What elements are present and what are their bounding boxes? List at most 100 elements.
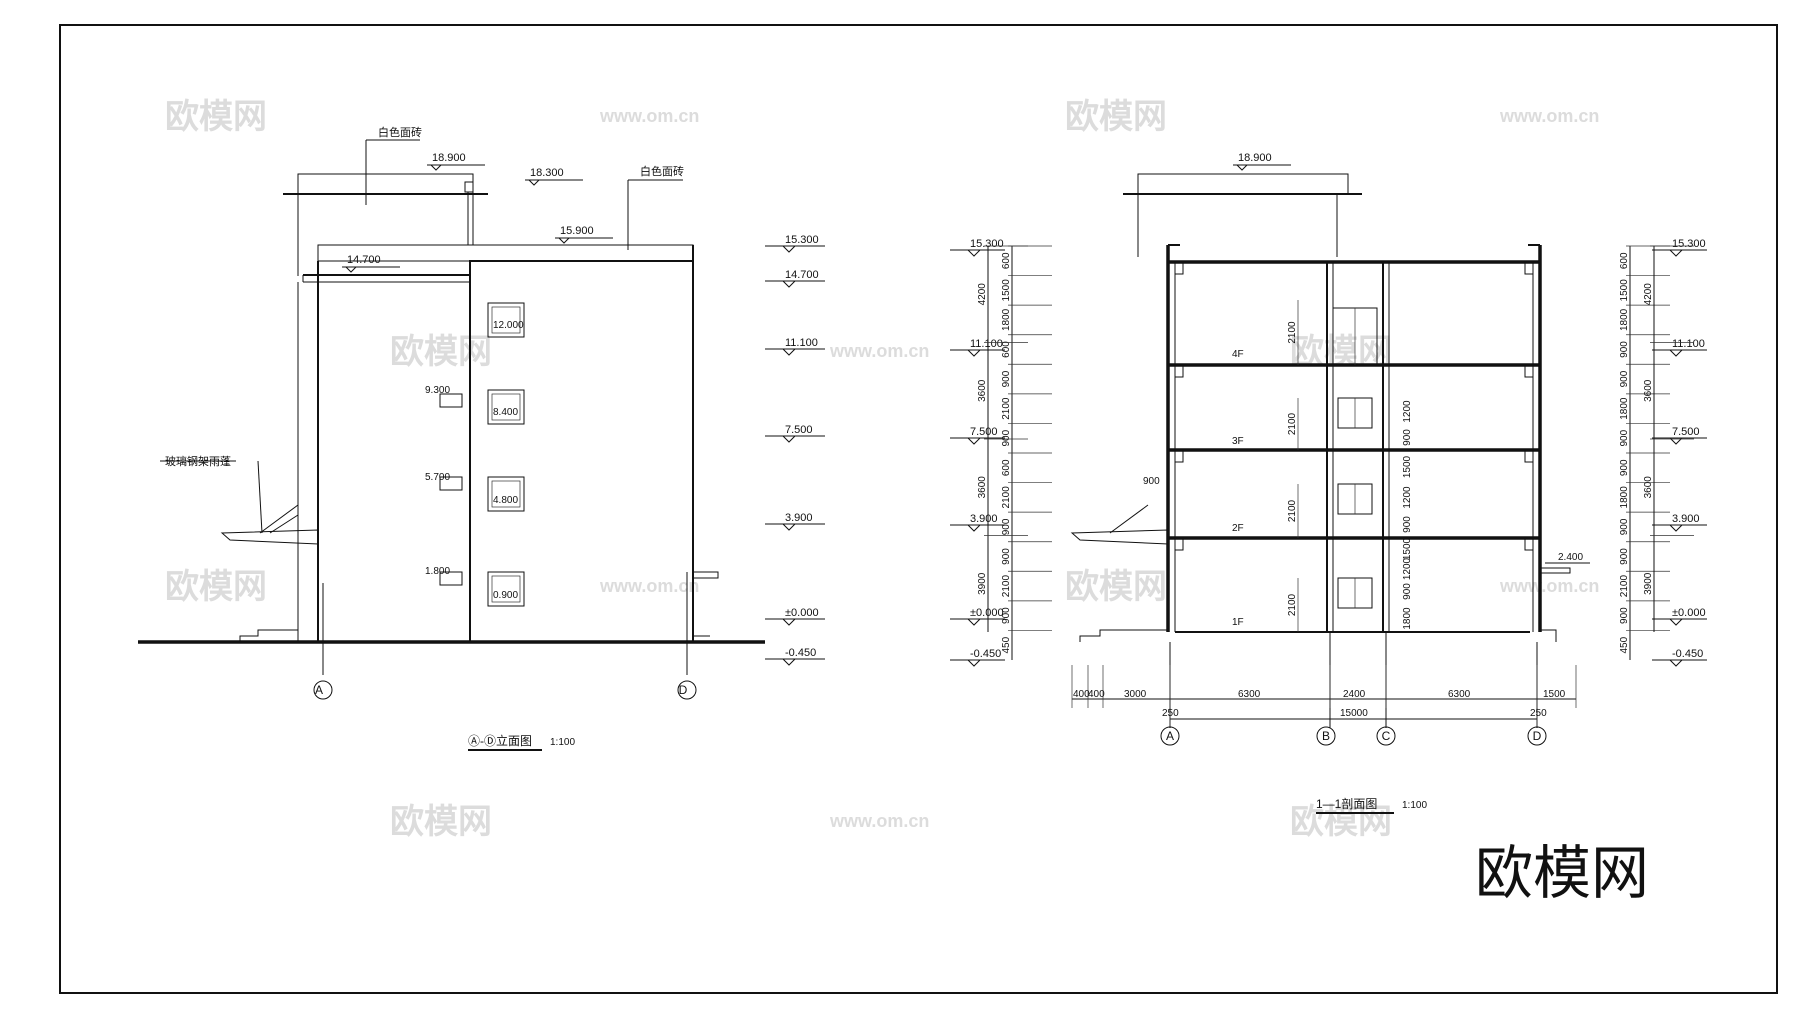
level-side: 1.800 <box>425 566 450 577</box>
ledge <box>692 571 719 579</box>
dimension-label: 900 <box>1001 429 1012 446</box>
floor-label: 4F <box>1232 349 1244 360</box>
dimension-label: 600 <box>1001 252 1012 269</box>
axis-bubble <box>1316 726 1336 746</box>
level-triangle <box>967 618 981 626</box>
leader-line <box>257 460 263 534</box>
beam <box>1174 261 1184 275</box>
watermark-logo: 欧模网 <box>1290 803 1392 841</box>
dimension-label: 3600 <box>1643 379 1654 402</box>
side-dim: 900 <box>1143 476 1160 487</box>
axis-bubble <box>677 680 697 700</box>
small-dim: 250 <box>1530 708 1547 719</box>
watermark-url: www.om.cn <box>829 341 929 361</box>
section-drawing <box>1070 173 1577 746</box>
level-tick <box>558 237 570 244</box>
axis-bubble <box>1160 726 1180 746</box>
dimension-label: 2100 <box>1619 575 1630 598</box>
dimension-label: 4200 <box>977 283 988 306</box>
entry-steps <box>239 629 298 642</box>
window <box>487 389 525 425</box>
bottom-dim: 3000 <box>1124 689 1147 700</box>
dimension-label: 1500 <box>1402 537 1413 560</box>
level-triangle <box>1236 164 1248 171</box>
dimension-label: 1200 <box>1402 557 1413 580</box>
level-triangle <box>1669 524 1683 532</box>
watermark-url: www.om.cn <box>599 106 699 126</box>
dimension-label: 2100 <box>1287 499 1298 522</box>
level-triangle <box>782 348 796 356</box>
dimension-label: 1800 <box>1001 308 1012 331</box>
total-dim: 15000 <box>1340 708 1368 719</box>
bottom-dim: 400 <box>1073 689 1090 700</box>
bottom-dim: 6300 <box>1238 689 1261 700</box>
level-triangle <box>782 245 796 253</box>
watermark-logo: 欧模网 <box>1065 568 1167 606</box>
dimension-label: 1800 <box>1619 308 1630 331</box>
level-parapet: 15.900 <box>560 225 594 237</box>
dimension-label: 900 <box>1001 370 1012 387</box>
dimension-label: 900 <box>1001 548 1012 565</box>
dimension-label: 900 <box>1619 459 1630 476</box>
level-tick <box>528 179 540 186</box>
level-label: -0.450 <box>1672 648 1703 660</box>
level-triangle <box>782 523 796 531</box>
beam <box>1524 449 1534 463</box>
dimension-label: 1500 <box>1619 279 1630 302</box>
level-triangle <box>1669 349 1683 357</box>
level-triangle <box>430 164 442 171</box>
dimension-label: 3600 <box>977 379 988 402</box>
dimension-label: 1500 <box>1402 455 1413 478</box>
watermark-url: www.om.cn <box>1499 576 1599 596</box>
level-label: 11.100 <box>1672 338 1705 350</box>
axis-label: D <box>679 683 688 697</box>
level-label: 11.100 <box>970 338 1003 350</box>
dimension-label: 900 <box>1001 607 1012 624</box>
level-tick <box>345 266 357 273</box>
beam <box>1174 364 1184 378</box>
watermark-url: www.om.cn <box>829 811 929 831</box>
watermark-logo: 欧模网 <box>1065 98 1167 136</box>
level-window: 4.800 <box>493 495 518 506</box>
watermark-logo: 欧模网 <box>165 98 267 136</box>
dimension-label: 3900 <box>1643 572 1654 595</box>
dimension-label: 3600 <box>1643 476 1654 499</box>
section-labels: 18.900 4F 3F 2F 1F 900 2.400 A B C D 400… <box>950 152 1707 814</box>
window-pane <box>491 306 521 334</box>
axis-label: D <box>1533 729 1542 743</box>
dimension-label: 450 <box>1001 636 1012 653</box>
dimension-label: 2100 <box>1287 412 1298 435</box>
axis-label: A <box>1166 729 1174 743</box>
window <box>487 476 525 512</box>
level-label: 7.500 <box>785 424 813 436</box>
watermark-url: www.om.cn <box>599 576 699 596</box>
dimension-label: 900 <box>1402 516 1413 533</box>
roof-tower-cap <box>297 173 474 195</box>
dimension-label: 900 <box>1402 583 1413 600</box>
level-label: 15.300 <box>785 234 819 246</box>
window-pane <box>491 575 521 603</box>
dimension-label: 900 <box>1619 548 1630 565</box>
stair-windows <box>487 302 525 607</box>
bottom-dim: 400 <box>1088 689 1105 700</box>
elevation-drawing <box>138 139 765 700</box>
watermark-logo: 欧模网 <box>390 333 492 371</box>
dimension-label: 2100 <box>1287 593 1298 616</box>
level-triangle <box>967 659 981 667</box>
canopy-brace <box>259 504 299 534</box>
level-label: -0.450 <box>970 648 1001 660</box>
dimension-label: 1200 <box>1402 486 1413 509</box>
level-triangle <box>782 618 796 626</box>
elevation-level-marks <box>342 164 613 273</box>
window <box>487 571 525 607</box>
dimension-label: 900 <box>1619 429 1630 446</box>
level-triangle <box>1669 659 1683 667</box>
sheet-border <box>59 24 1778 994</box>
level-pipe: 18.300 <box>530 167 564 179</box>
level-label: -0.450 <box>785 647 816 659</box>
elevation-title: Ⓐ-Ⓓ立面图 <box>468 733 532 748</box>
